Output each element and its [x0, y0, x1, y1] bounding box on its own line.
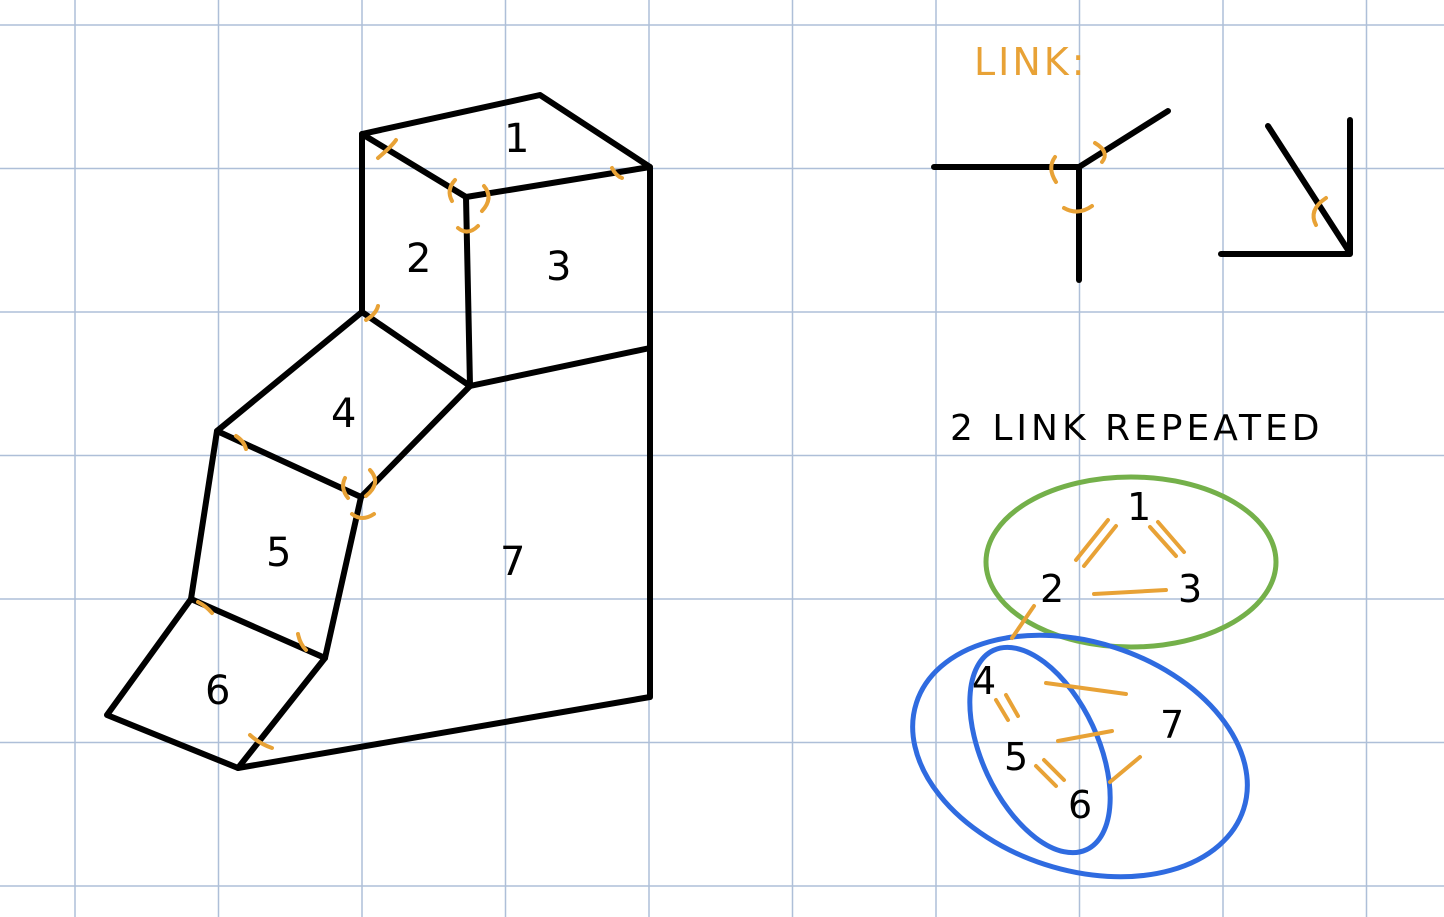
face-label-7: 7 [500, 539, 525, 585]
figure-outline [104, 92, 653, 771]
face-label-5: 5 [266, 530, 291, 576]
group-green-ellipse [983, 474, 1279, 650]
edge-5-7 [322, 494, 364, 661]
edge-3-7 [467, 345, 653, 389]
node-7: 7 [1160, 703, 1184, 747]
edge-2-4 [359, 309, 473, 389]
edge-vertical-inner [463, 194, 473, 389]
face-label-3: 3 [546, 244, 571, 290]
edge-6-7 [235, 655, 328, 771]
link-marks [196, 138, 624, 750]
block-figure: 1 2 3 4 5 6 7 [104, 92, 653, 771]
graph-edges [994, 518, 1186, 788]
face-label-1: 1 [504, 116, 529, 162]
edge-4-7 [358, 383, 473, 500]
link-legend: LINK: [931, 40, 1353, 283]
node-3: 3 [1178, 567, 1202, 611]
face-label-6: 6 [205, 668, 230, 714]
node-2: 2 [1040, 567, 1064, 611]
face-label-2: 2 [406, 236, 431, 282]
corner-joint-icon [1218, 117, 1353, 257]
edge-4-5 [214, 428, 364, 500]
node-6: 6 [1068, 783, 1092, 827]
link-graph: 2 LINK REPEATED 1 2 3 4 7 5 6 [910, 408, 1324, 880]
subgroup-blue-ellipse [967, 644, 1113, 856]
node-5: 5 [1004, 735, 1028, 779]
graph-heading: 2 LINK REPEATED [950, 408, 1324, 449]
face-label-4: 4 [331, 391, 356, 437]
group-blue-ellipse [910, 632, 1250, 880]
link-heading: LINK: [974, 40, 1088, 84]
three-way-joint-icon [931, 108, 1171, 283]
node-1: 1 [1127, 485, 1151, 529]
node-4: 4 [972, 659, 996, 703]
